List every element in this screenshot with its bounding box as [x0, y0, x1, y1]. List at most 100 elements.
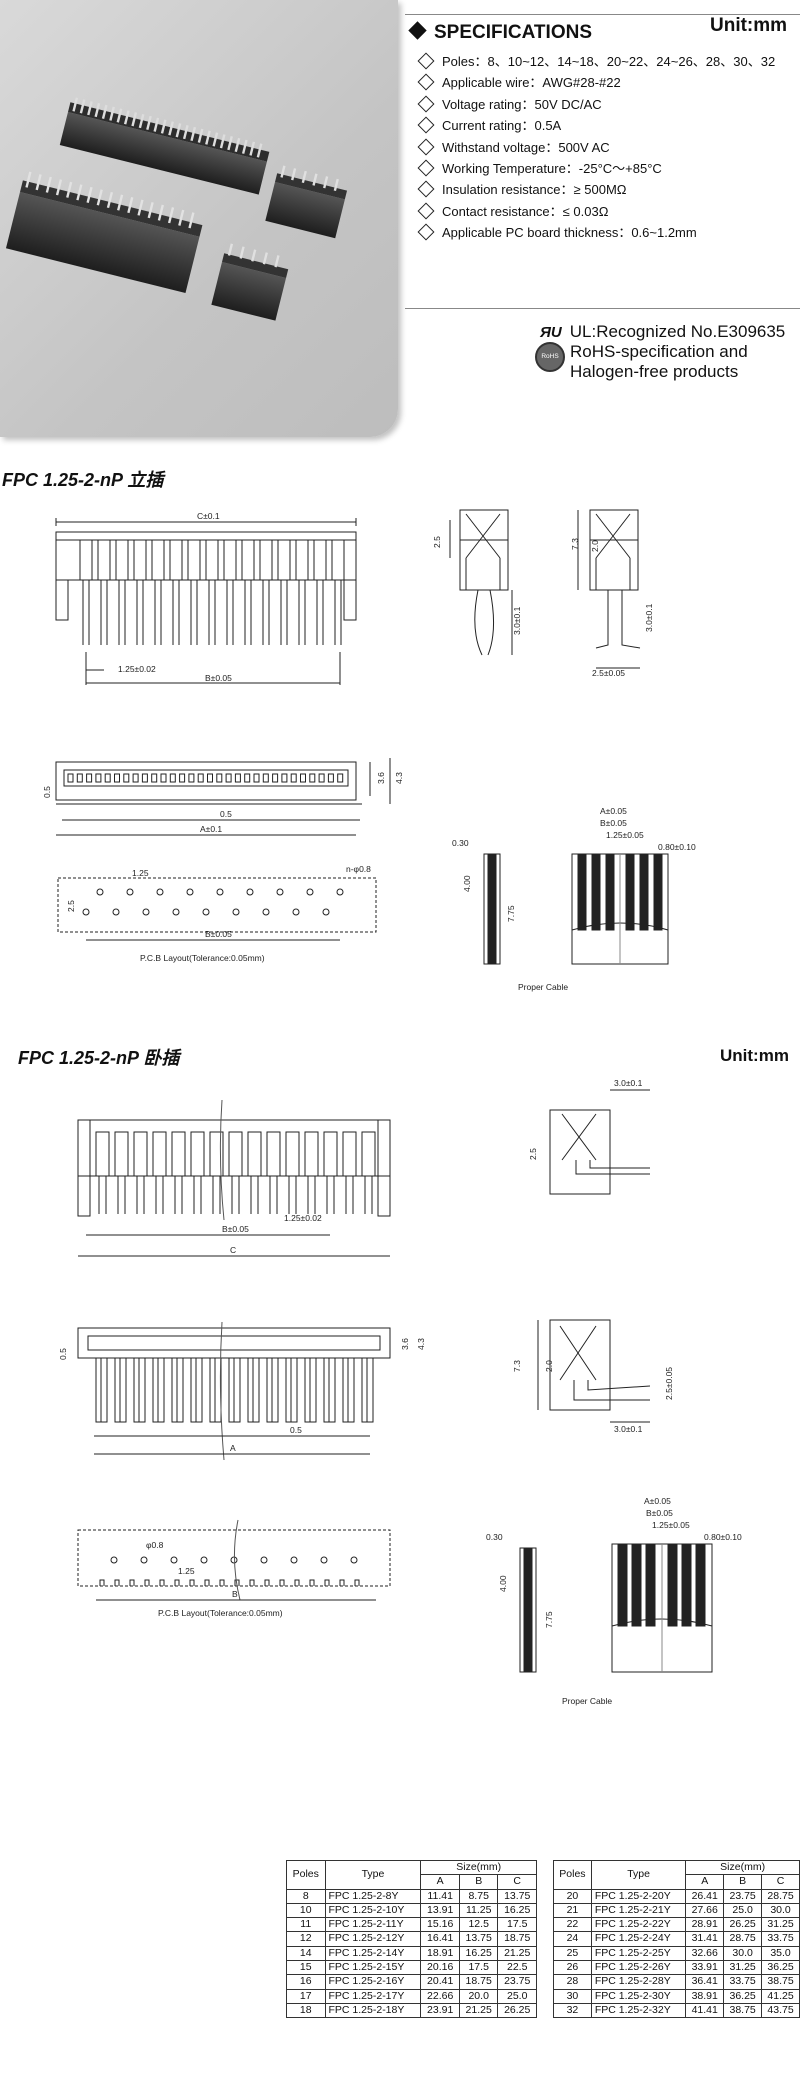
cell-c: 17.5 [497, 1917, 537, 1933]
cell-a: 16.41 [420, 1931, 460, 1947]
cell-a: 31.41 [685, 1931, 725, 1947]
header-c: C [497, 1874, 537, 1890]
cell-c: 22.5 [497, 1960, 537, 1976]
cell-poles: 21 [553, 1902, 592, 1919]
cell-c: 38.75 [761, 1974, 800, 1990]
pcb-pitch: 1.25 [132, 868, 149, 878]
header-c: C [761, 1874, 800, 1890]
pcb-layout-drawing: 1.25 2.5 n-φ0.8 B±0.05 P.C.B Layout(Tole… [57, 864, 377, 963]
cable-thickness: 0.30 [486, 1532, 503, 1542]
dim-2-5: 2.5 [432, 536, 442, 548]
cell-c: 13.75 [497, 1888, 537, 1904]
cell-b: 36.25 [723, 1988, 763, 2004]
cable-b: B±0.05 [600, 818, 627, 828]
section2-drawings: B±0.05 1.25±0.02 C 3.0±0.1 2.5 0.5 3.6 4… [58, 1078, 742, 1706]
header-poles: Poles [286, 1860, 326, 1890]
cell-c: 31.25 [761, 1917, 800, 1933]
cell-b: 31.25 [723, 1960, 763, 1976]
cell-a: 32.66 [685, 1945, 725, 1962]
dim-4-3: 4.3 [394, 772, 404, 784]
cell-type: FPC 1.25-2-10Y [324, 1902, 422, 1919]
front-view-drawing: B±0.05 1.25±0.02 C [77, 1099, 391, 1257]
cell-c: 36.25 [761, 1960, 800, 1976]
cable-width: 0.80±0.10 [658, 842, 696, 852]
cable-b: B±0.05 [646, 1508, 673, 1518]
pcb-b: B [232, 1589, 238, 1599]
cable-thickness: 0.30 [452, 838, 469, 848]
cable-caption: Proper Cable [562, 1696, 612, 1706]
cell-type: FPC 1.25-2-11Y [324, 1917, 422, 1933]
diamond-outline-icon [417, 116, 435, 134]
cell-poles: 30 [553, 1988, 592, 2004]
side-view-2-drawing: 7.3 2.0 2.5±0.05 3.0±0.1 [512, 1319, 674, 1434]
cell-type: FPC 1.25-2-21Y [590, 1902, 687, 1919]
dim-2-5: 2.5 [528, 1148, 538, 1160]
cell-b: 30.0 [723, 1945, 763, 1962]
specs-heading: SPECIFICATIONS [408, 21, 592, 44]
dim-7-3: 7.3 [570, 538, 580, 550]
cell-c: 18.75 [497, 1931, 537, 1947]
cell-type: FPC 1.25-2-32Y [590, 2002, 687, 2019]
cell-b: 13.75 [458, 1931, 499, 1947]
cell-b: 12.5 [458, 1917, 499, 1933]
cell-type: FPC 1.25-2-25Y [590, 1945, 687, 1962]
header-type: Type [324, 1860, 422, 1890]
cell-c: 21.25 [497, 1945, 537, 1962]
header-a: A [685, 1874, 725, 1890]
header-b: B [723, 1874, 763, 1890]
cell-c: 33.75 [761, 1931, 800, 1947]
cell-b: 16.25 [458, 1945, 499, 1962]
ul-text: UL:Recognized No.E309635 [569, 322, 786, 341]
cell-type: FPC 1.25-2-30Y [590, 1988, 687, 2004]
cell-poles: 16 [286, 1974, 326, 1990]
side-view-1-drawing: 3.0±0.1 2.5 [528, 1078, 650, 1195]
spec-item: Current rating：0.5A [416, 115, 775, 136]
cell-a: 36.41 [685, 1974, 725, 1990]
cell-a: 27.66 [685, 1902, 725, 1919]
cable-width: 0.80±0.10 [704, 1532, 742, 1542]
cell-b: 26.25 [723, 1917, 763, 1933]
cell-a: 28.91 [685, 1917, 725, 1933]
cell-c: 41.25 [761, 1988, 800, 2004]
cell-b: 20.0 [458, 1988, 499, 2004]
dim-3-0: 3.0±0.1 [512, 606, 522, 635]
cell-poles: 22 [553, 1917, 592, 1933]
cell-c: 28.75 [761, 1888, 800, 1904]
cell-poles: 32 [553, 2002, 592, 2019]
cell-c: 26.25 [497, 2002, 537, 2019]
cell-a: 13.91 [420, 1902, 460, 1919]
cell-poles: 28 [553, 1974, 592, 1990]
dim-pitch: 1.25±0.02 [118, 664, 156, 674]
cable-caption: Proper Cable [518, 982, 568, 992]
spec-item: Voltage rating：50V DC/AC [416, 94, 775, 115]
cell-a: 11.41 [420, 1888, 460, 1904]
dim-4-3: 4.3 [416, 1338, 426, 1350]
cable-a: A±0.05 [644, 1496, 671, 1506]
dim-0-5: 0.5 [58, 1348, 68, 1360]
side-view-1-drawing: 2.5 3.0±0.1 [432, 509, 522, 656]
spec-item: Working Temperature：-25°C～+85°C [416, 158, 775, 179]
dim-a: A±0.1 [200, 824, 222, 834]
cable-7-75: 7.75 [544, 1611, 554, 1628]
side-view-2-drawing: 7.3 2.0 3.0±0.1 2.5±0.05 [570, 509, 654, 678]
dim-3-0b: 3.0±0.1 [644, 603, 654, 632]
cell-type: FPC 1.25-2-17Y [324, 1988, 422, 2004]
dim-0-5b: 0.5 [220, 809, 232, 819]
rohs-seal-icon: RoHS [535, 342, 565, 372]
product-photo [0, 0, 398, 437]
cell-poles: 18 [286, 2002, 326, 2019]
dim-2-5b: 2.5±0.05 [664, 1367, 674, 1400]
cell-a: 20.16 [420, 1960, 460, 1976]
cell-b: 33.75 [723, 1974, 763, 1990]
